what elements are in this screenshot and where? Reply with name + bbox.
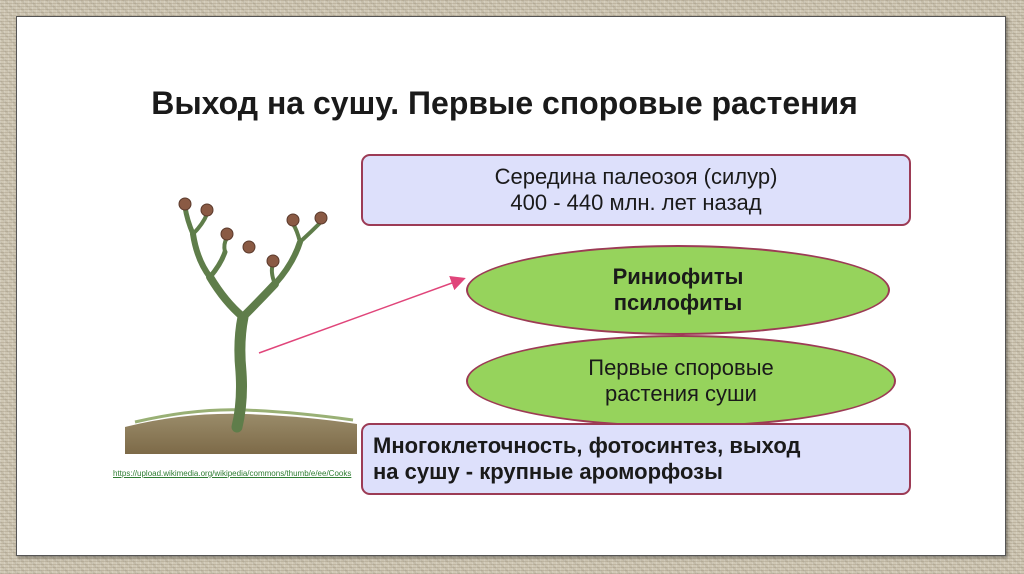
rhyniophyte-plant-illustration — [125, 197, 357, 454]
first-plants-line2: растения суши — [605, 381, 757, 406]
first-spore-plants-ellipse: Первые споровые растения суши — [466, 335, 896, 427]
slide-title: Выход на сушу. Первые споровые растения — [151, 85, 858, 121]
aromorphoses-box: Многоклеточность, фотосинтез, выход на с… — [361, 423, 911, 495]
period-box: Середина палеозоя (силур) 400 - 440 млн.… — [361, 154, 911, 226]
period-age-label: 400 - 440 млн. лет назад — [510, 190, 762, 215]
aromorphoses-line2: на сушу - крупные ароморфозы — [373, 459, 723, 484]
period-label: Середина палеозоя (силур) — [494, 164, 778, 189]
plant-groups-ellipse: Риниофиты псилофиты — [466, 245, 890, 335]
group-psilophytes-label: псилофиты — [613, 290, 743, 315]
first-plants-line1: Первые споровые — [588, 355, 774, 380]
image-source-link[interactable]: https://upload.wikimedia.org/wikipedia/c… — [113, 469, 352, 478]
group-rhyniophytes-label: Риниофиты — [612, 264, 744, 289]
slide: Выход на сушу. Первые споровые растения — [16, 16, 1006, 556]
aromorphoses-line1: Многоклеточность, фотосинтез, выход — [373, 433, 801, 458]
